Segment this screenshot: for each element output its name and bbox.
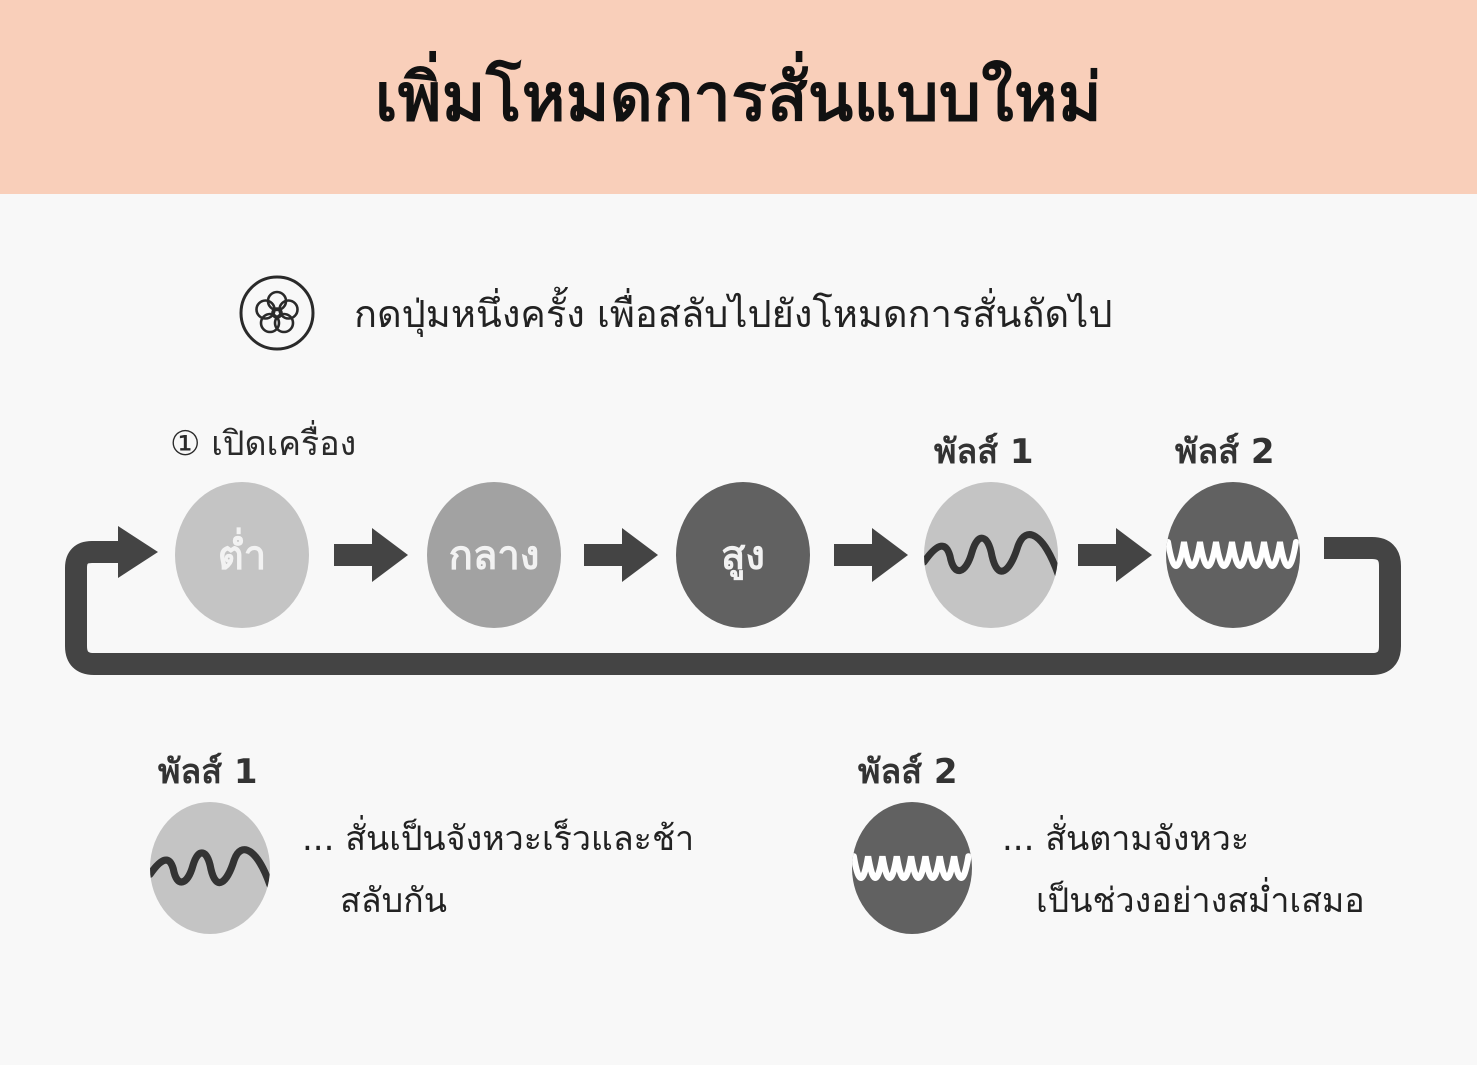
header-banner: เพิ่มโหมดการสั่นแบบใหม่: [0, 0, 1477, 194]
pulse2-cycle-label: พัลส์ 2: [1175, 432, 1275, 472]
mode-medium: กลาง: [427, 482, 561, 628]
legend-pulse1-description: ... สั่นเป็นจังหวะเร็วและช้า สลับกัน: [302, 808, 694, 932]
legend-pulse1-title: พัลส์ 1: [158, 752, 258, 792]
mode-low: ต่ำ: [175, 482, 309, 628]
irregular-wave-icon: [150, 846, 270, 889]
mode-low-label: ต่ำ: [217, 533, 267, 579]
irregular-wave-icon: [924, 531, 1058, 578]
mode-high: สูง: [676, 482, 810, 628]
mode-high-label: สูง: [721, 533, 765, 579]
instruction-text: กดปุ่มหนึ่งครั้ง เพื่อสลับไปยังโหมดการสั…: [354, 291, 1113, 336]
legend-pulse2-line1: ... สั่นตามจังหวะ: [1002, 819, 1250, 859]
instruction: กดปุ่มหนึ่งครั้ง เพื่อสลับไปยังโหมดการสั…: [238, 270, 1112, 356]
arrow-right-icon: [834, 528, 908, 582]
legend-pulse1-line1: ... สั่นเป็นจังหวะเร็วและช้า: [302, 819, 695, 859]
page-title: เพิ่มโหมดการสั่นแบบใหม่: [374, 58, 1103, 136]
arrow-right-icon: [1078, 528, 1152, 582]
power-on-label: ① เปิดเครื่อง: [170, 424, 357, 464]
mode-pulse1: [924, 482, 1058, 628]
pulse1-cycle-label: พัลส์ 1: [934, 432, 1034, 472]
arrow-right-icon: [584, 528, 658, 582]
regular-wave-icon: [852, 853, 972, 881]
mode-pulse2: [1166, 482, 1300, 628]
flower-button-icon: [239, 275, 315, 351]
legend-pulse2-line2: เป็นช่วงอย่างสม่ำเสมอ: [1036, 881, 1365, 921]
legend-pulse2-description: ... สั่นตามจังหวะ เป็นช่วงอย่างสม่ำเสมอ: [1002, 808, 1365, 932]
legend-pulse1-line2: สลับกัน: [340, 881, 447, 921]
mode-medium-label: กลาง: [448, 533, 540, 579]
legend-pulse1-circle: [150, 802, 270, 934]
legend-pulse2-title: พัลส์ 2: [858, 752, 958, 792]
legend-pulse2-circle: [852, 802, 972, 934]
regular-wave-icon: [1166, 539, 1299, 569]
arrow-right-icon: [334, 528, 408, 582]
